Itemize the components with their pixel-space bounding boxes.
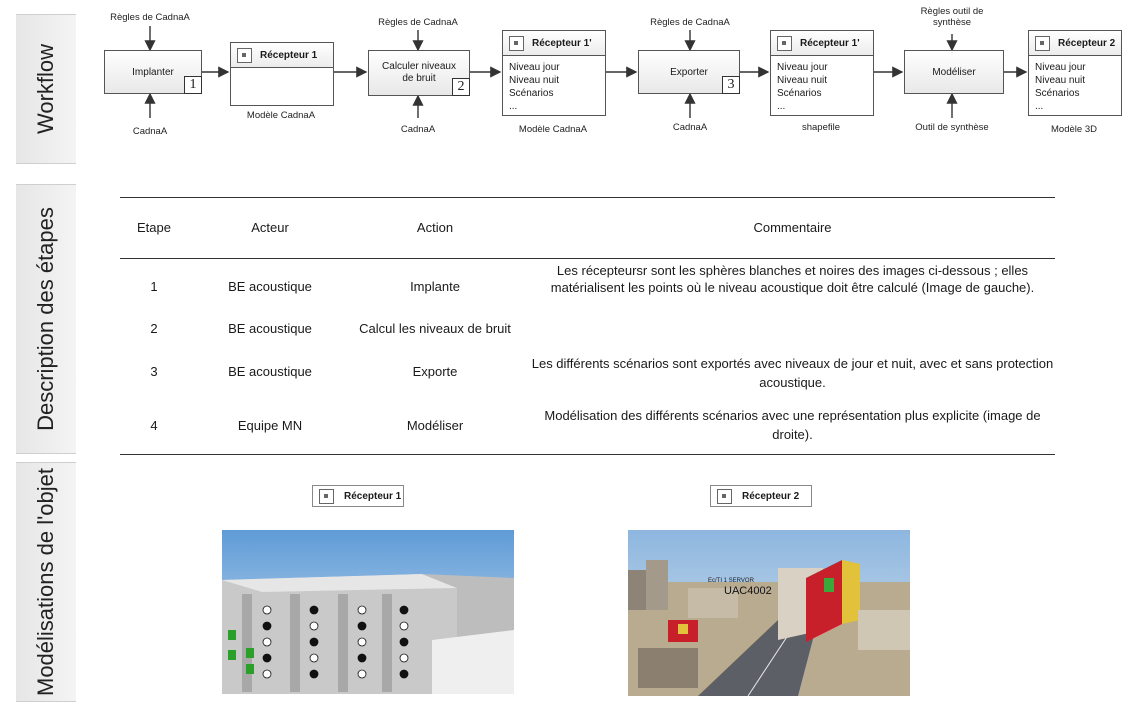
doc-line: ... (1035, 101, 1044, 112)
doc-recepteur-1prime-a-caption: Modèle CadnaA (518, 124, 588, 135)
row-acteur: BE acoustique (228, 321, 312, 336)
doc-recepteur-1prime-a-header: Récepteur 1' (503, 31, 605, 56)
rules-label-4: Règles outil de synthèse (920, 6, 984, 28)
row-commentaire: Les récepteursr sont les sphères blanche… (550, 263, 1035, 295)
doc-recepteur-1prime-b-caption: shapefile (801, 122, 841, 133)
row-etape: 3 (150, 364, 158, 379)
model-right-label-small: Ec/TI 1 SERVOR (708, 578, 755, 584)
tool-label-3: CadnaA (672, 122, 708, 133)
doc-recepteur-1: Récepteur 1 (230, 42, 334, 106)
section-steps-label: Description des étapes (16, 184, 76, 454)
row-etape: 2 (150, 321, 158, 336)
doc-line: Niveau jour (509, 62, 560, 73)
step-number-1: 1 (184, 76, 202, 94)
doc-recepteur-1prime-b: Récepteur 1' Niveau jour Niveau nuit Scé… (770, 30, 874, 116)
model-left-title: Récepteur 1 (312, 485, 404, 507)
doc-line: Scénarios (509, 88, 554, 99)
process-modeliser-label: Modéliser (932, 66, 976, 78)
model-left-image (222, 530, 514, 694)
receiver-icon (319, 488, 334, 504)
model-right-label-main: UAC4002 (724, 585, 772, 597)
model-left-title-text: Récepteur 1 (344, 490, 402, 502)
doc-line: Niveau jour (1035, 62, 1086, 73)
doc-recepteur-1-caption: Modèle CadnaA (246, 110, 316, 121)
section-models-text: Modélisations de l'objet (33, 467, 59, 697)
doc-line: Niveau nuit (1035, 75, 1086, 86)
rules-label-1: Règles de CadnaA (110, 12, 190, 23)
doc-line: Niveau jour (777, 62, 828, 73)
rules-label-3: Règles de CadnaA (650, 17, 730, 28)
doc-recepteur-2-header: Récepteur 2 (1029, 31, 1121, 56)
step-number-2: 2 (452, 78, 470, 96)
row-etape: 1 (150, 279, 158, 294)
process-implanter: Implanter 1 (104, 50, 202, 94)
row-action: Calcul les niveaux de bruit (359, 321, 511, 336)
doc-line: ... (777, 101, 786, 112)
section-workflow-label: Workflow (16, 14, 76, 164)
doc-line: ... (509, 101, 518, 112)
header-commentaire: Commentaire (753, 220, 832, 235)
section-models-label: Modélisations de l'objet (16, 462, 76, 702)
row-etape: 4 (150, 418, 158, 433)
step-number-3: 3 (722, 76, 740, 94)
receiver-icon (237, 47, 252, 63)
doc-recepteur-1prime-a-title: Récepteur 1' (532, 37, 592, 49)
rules-label-2: Règles de CadnaA (378, 17, 458, 28)
tool-label-1: CadnaA (132, 126, 168, 137)
row-action: Implante (410, 279, 460, 294)
doc-recepteur-1prime-b-header: Récepteur 1' (771, 31, 873, 56)
row-commentaire: Modélisation des différents scénarios av… (544, 408, 1041, 442)
receiver-icon (777, 35, 792, 51)
doc-recepteur-2-title: Récepteur 2 (1058, 37, 1116, 49)
table-header-rule (120, 258, 1055, 259)
process-calculer-label: Calculer niveaux de bruit (382, 61, 456, 84)
row-action: Modéliser (406, 418, 464, 433)
section-steps-text: Description des étapes (33, 207, 59, 431)
model-3d-icon (717, 488, 732, 504)
row-acteur: BE acoustique (228, 279, 312, 294)
doc-recepteur-2-caption: Modèle 3D (1051, 124, 1097, 135)
process-modeliser: Modéliser (904, 50, 1004, 94)
model-3d-icon (1035, 35, 1050, 51)
row-acteur: Equipe MN (237, 418, 303, 433)
doc-recepteur-1-title: Récepteur 1 (260, 49, 318, 61)
tool-label-2: CadnaA (400, 124, 436, 135)
doc-recepteur-2: Récepteur 2 Niveau jour Niveau nuit Scén… (1028, 30, 1122, 116)
receptor-spheres (262, 605, 409, 679)
tool-label-4: Outil de synthèse (915, 122, 989, 133)
row-commentaire: Les différents scénarios sont exportés a… (531, 356, 1054, 390)
doc-line: Niveau nuit (777, 75, 828, 86)
model-right-image: Ec/TI 1 SERVOR UAC4002 (628, 530, 910, 696)
model-right-title: Récepteur 2 (710, 485, 812, 507)
receiver-icon (509, 35, 524, 51)
table-top-rule (120, 197, 1055, 198)
process-calculer: Calculer niveaux de bruit 2 (368, 50, 470, 96)
header-etape: Etape (137, 220, 171, 235)
doc-recepteur-1prime-a: Récepteur 1' Niveau jour Niveau nuit Scé… (502, 30, 606, 116)
process-exporter-label: Exporter (670, 66, 708, 78)
row-action: Exporte (412, 364, 458, 379)
doc-line: Niveau nuit (509, 75, 560, 86)
doc-line: Scénarios (777, 88, 822, 99)
table-bottom-rule (120, 454, 1055, 455)
header-acteur: Acteur (251, 220, 289, 235)
row-acteur: BE acoustique (228, 364, 312, 379)
doc-recepteur-1-header: Récepteur 1 (231, 43, 333, 68)
doc-recepteur-1prime-b-title: Récepteur 1' (800, 37, 860, 49)
header-action: Action (416, 220, 454, 235)
doc-line: Scénarios (1035, 88, 1080, 99)
workflow-arrows (144, 26, 1028, 118)
model-right-title-text: Récepteur 2 (742, 490, 800, 502)
process-exporter: Exporter 3 (638, 50, 740, 94)
process-implanter-label: Implanter (132, 66, 174, 78)
